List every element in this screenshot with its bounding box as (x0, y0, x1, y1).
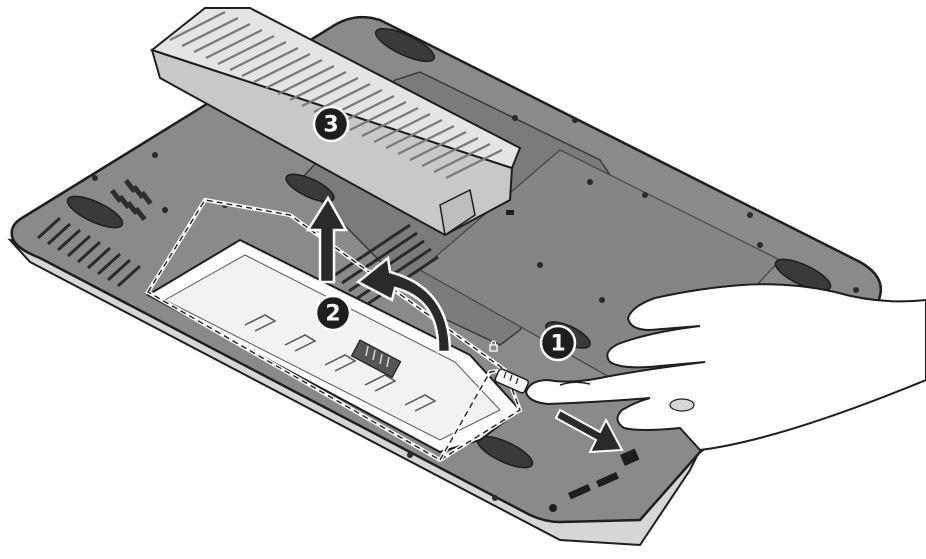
release-latch-icon (494, 368, 530, 394)
hand-illustration (524, 283, 926, 452)
foot-mid (285, 173, 335, 203)
step-number-3: 3 (323, 113, 338, 138)
slide-arrow (554, 408, 624, 454)
laptop-base (7, 15, 883, 547)
battery-connector (350, 339, 402, 379)
step-number-2: 2 (325, 302, 340, 327)
battery-bay-floor (163, 254, 501, 441)
foot-top (374, 27, 436, 63)
lift-arrow (305, 195, 349, 284)
step-badge-2: 2 (314, 294, 352, 332)
battery-end-cap (439, 188, 476, 237)
foot-left (66, 195, 124, 229)
battery-bay (145, 197, 523, 463)
step-badge-3: 3 (312, 105, 350, 143)
step-badge-1: 1 (539, 324, 577, 362)
battery-icon (506, 210, 514, 215)
port-icon (549, 448, 640, 512)
side-vent (36, 216, 142, 288)
thumbnail (669, 398, 695, 412)
rotate-arrow (355, 255, 452, 354)
hand (524, 283, 926, 452)
lock-icon (489, 340, 498, 352)
step-number-1: 1 (550, 332, 565, 357)
foot-right (774, 258, 832, 292)
bay-ribs (244, 314, 437, 412)
vent-icon (110, 178, 153, 222)
